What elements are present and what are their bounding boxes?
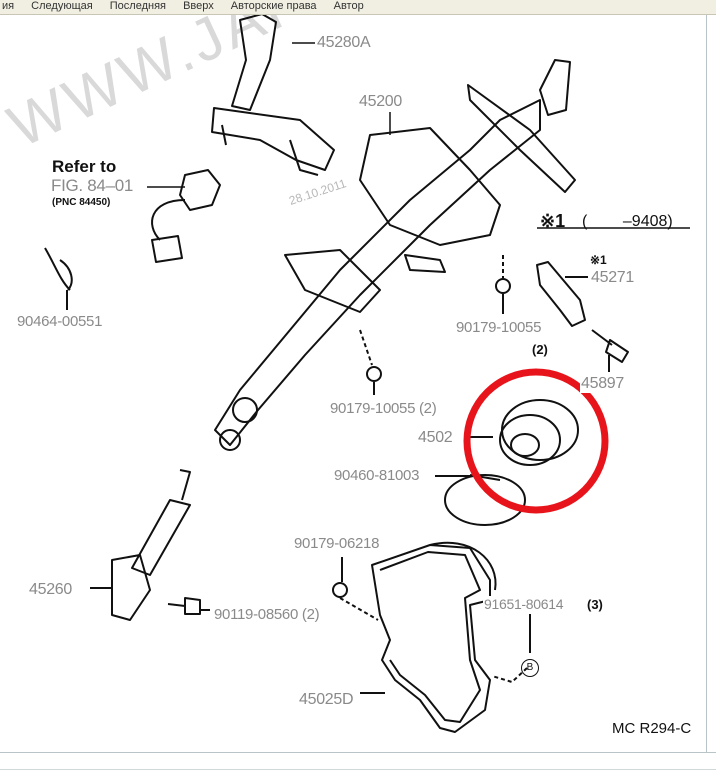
part-45025d-drawing: [360, 541, 497, 733]
menu-copyright[interactable]: Авторские права: [230, 0, 317, 12]
part-label-45271[interactable]: 45271: [590, 269, 635, 287]
menu-prev[interactable]: ия: [2, 0, 15, 12]
nut-90179-drawing: [495, 278, 511, 294]
refer-pnc: (PNC 84450): [52, 197, 111, 208]
parts-diagram: WWW.JAPANCATS. 28.10.2011: [0, 0, 707, 752]
part-4502x-drawing: [435, 399, 579, 526]
part-label-90179-10055[interactable]: 90179-10055: [455, 319, 543, 336]
switch-connector-drawing: [151, 169, 221, 263]
status-bar: [0, 752, 716, 777]
part-label-90179-06218[interactable]: 90179-06218: [293, 535, 381, 552]
diagram-drawing: [44, 13, 690, 733]
part-label-45897[interactable]: 45897: [580, 375, 625, 393]
part-label-45200[interactable]: 45200: [358, 93, 403, 111]
part-label-91651-80614[interactable]: 91651-80614: [483, 596, 565, 612]
part-label-90179-10055-2[interactable]: 90179-10055 (2): [329, 400, 438, 417]
refer-to-text: Refer to: [52, 157, 117, 176]
menu-author[interactable]: Автор: [333, 0, 364, 12]
part-45280a-drawing: [211, 13, 335, 176]
note-range: ( –9408): [582, 213, 673, 230]
menu-next[interactable]: Следующая: [31, 0, 93, 12]
part-label-45025d[interactable]: 45025D: [298, 691, 355, 709]
part-label-90119-08560[interactable]: 90119-08560 (2): [213, 606, 321, 623]
highlight-circle: [463, 368, 609, 514]
part-45271-drawing: [536, 261, 586, 327]
menu-links: ия Следующая Последняя Вверх Авторские п…: [2, 0, 378, 13]
figure-code: MC R294-C: [612, 720, 692, 737]
part-label-4502[interactable]: 4502: [418, 429, 453, 446]
browser-menu-bar: ия Следующая Последняя Вверх Авторские п…: [0, 0, 716, 15]
part-label-90460-81003[interactable]: 90460-81003: [333, 467, 421, 484]
part-label-90464-00551[interactable]: 90464-00551: [16, 313, 104, 330]
part-label-45280a[interactable]: 45280A: [316, 34, 372, 52]
menu-last[interactable]: Последняя: [109, 0, 166, 12]
part-45200-drawing: [214, 59, 576, 451]
menu-up[interactable]: Вверх: [183, 0, 214, 12]
qty-91651-80614: (3): [587, 597, 603, 612]
part-45260-drawing: [90, 469, 191, 621]
qty-90179-10055: (2): [532, 342, 548, 357]
refer-fig-link[interactable]: FIG. 84–01: [51, 176, 134, 195]
bolt-45897-drawing: [591, 329, 629, 363]
clip-90464-drawing: [44, 247, 73, 291]
marker-b: B: [521, 659, 539, 677]
note-mark-45271: ※1: [590, 253, 607, 267]
part-label-45260[interactable]: 45260: [28, 581, 73, 599]
note-mark: ※1: [540, 211, 566, 231]
